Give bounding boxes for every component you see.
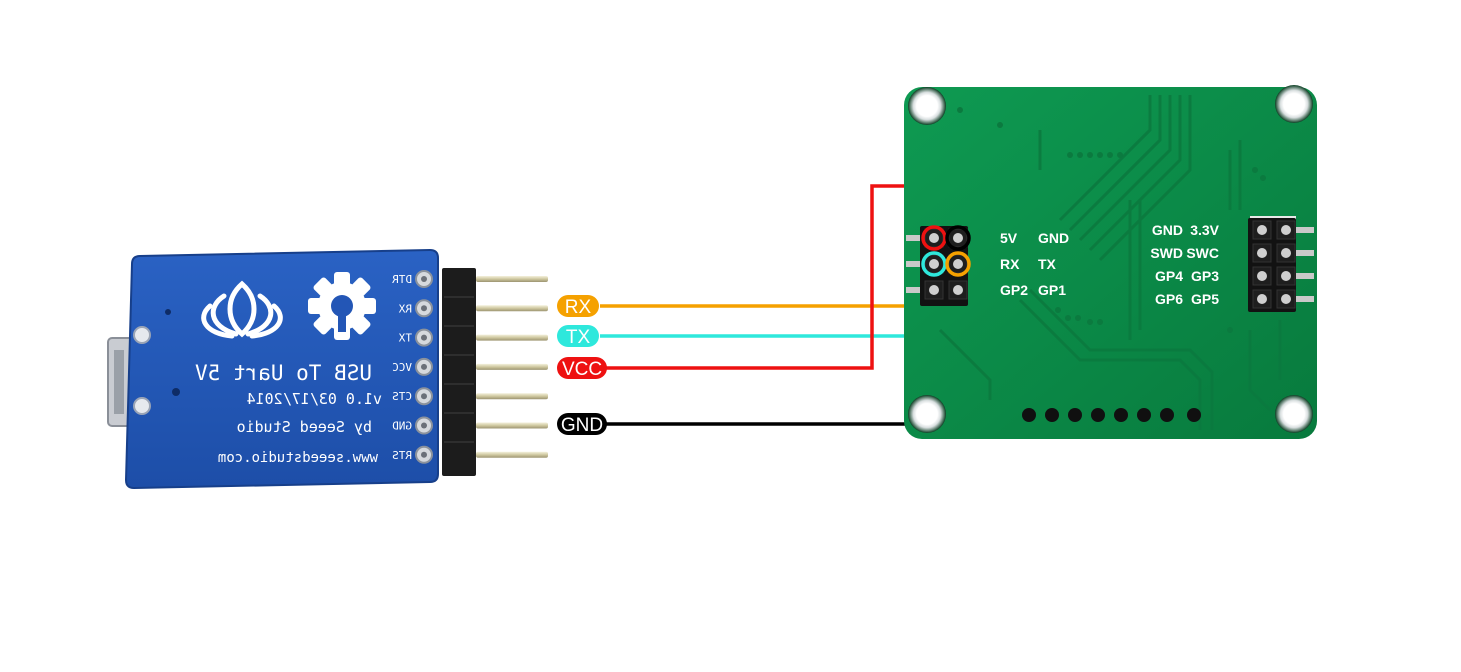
- target-pin-label: 3.3V: [1190, 222, 1219, 238]
- target-pin-label: GND: [1152, 222, 1183, 238]
- target-pin: [929, 233, 939, 243]
- usb-uart-module: USB To Uart 5V v1.0 03/17/2014 by Seeed …: [107, 248, 548, 490]
- usb-module-url: www.seeedstudio.com: [218, 450, 378, 466]
- target-pin-label: GP6: [1155, 291, 1183, 307]
- header-pins: [476, 276, 548, 458]
- pin-highlights: [921, 225, 971, 277]
- target-pin: [953, 259, 963, 269]
- target-pin-label: GP5: [1191, 291, 1219, 307]
- usb-pin-label: RTS: [392, 449, 412, 462]
- target-pin: [1281, 271, 1291, 281]
- header-pin: [476, 393, 548, 400]
- target-pin-label: SWD: [1150, 245, 1183, 261]
- wire-labels: RX TX VCC GND: [557, 295, 607, 436]
- seeed-logo: [201, 280, 283, 339]
- wire-label-vcc: VCC: [557, 357, 607, 380]
- highlight-tx: [945, 251, 971, 277]
- header-pin: [476, 276, 548, 282]
- usb-pin-label: RX: [398, 302, 412, 315]
- target-pin: [953, 285, 963, 295]
- wire-label-rx: RX: [557, 295, 599, 318]
- target-pin: [953, 233, 963, 243]
- highlight-rx: [921, 251, 947, 277]
- target-pin-label: GND: [1038, 230, 1069, 246]
- wire-label-tx: TX: [557, 325, 599, 348]
- target-pin: [1257, 294, 1267, 304]
- wire-label-text: TX: [566, 327, 591, 348]
- target-pin: [1281, 225, 1291, 235]
- usb-module-maker: by Seeed Studio: [237, 418, 372, 436]
- mount-hole: [1275, 85, 1313, 123]
- target-pin-label: 5V: [1000, 230, 1018, 246]
- target-pin-label: GP2: [1000, 282, 1028, 298]
- mount-hole: [908, 87, 946, 125]
- target-pin: [1257, 248, 1267, 258]
- target-pin-label: GP3: [1191, 268, 1219, 284]
- usb-pin-label: TX: [398, 332, 412, 345]
- target-pin: [1281, 294, 1291, 304]
- target-pin: [929, 259, 939, 269]
- header-pin: [476, 305, 548, 312]
- gear-icon: [308, 272, 376, 340]
- header-pin: [476, 422, 548, 429]
- wire-label-text: RX: [565, 297, 592, 318]
- usb-module-title: USB To Uart 5V: [195, 361, 372, 385]
- target-pin-label: RX: [1000, 256, 1020, 272]
- highlight-5v: [921, 225, 947, 251]
- header-pin: [476, 363, 548, 370]
- usb-module-version: v1.0 03/17/2014: [247, 390, 382, 408]
- header-pin: [476, 451, 548, 458]
- usb-pin-label: CTS: [392, 390, 412, 403]
- mount-hole: [1275, 395, 1313, 433]
- target-pcb: [904, 87, 1317, 439]
- wire-label-text: GND: [561, 415, 603, 436]
- target-pin: [1281, 248, 1291, 258]
- wire-vcc: [600, 184, 936, 370]
- usb-pin-label: GND: [392, 420, 412, 433]
- target-pin: [1257, 271, 1267, 281]
- wire-label-text: VCC: [562, 359, 602, 380]
- target-pin-label: GP1: [1038, 282, 1066, 298]
- header-pin: [476, 334, 548, 341]
- wire-tx: [600, 264, 936, 338]
- usb-pin-label: DTR: [392, 273, 412, 286]
- target-pin: [929, 285, 939, 295]
- target-pin-label: SWC: [1186, 245, 1219, 261]
- highlight-gnd: [945, 225, 971, 251]
- target-pin-label: TX: [1038, 256, 1057, 272]
- usb-module-pins: DTR RX TX VCC CTS GND RTS: [392, 270, 433, 464]
- target-pin: [1257, 225, 1267, 235]
- target-pin-label: GP4: [1155, 268, 1183, 284]
- usb-pin-label: VCC: [392, 361, 412, 374]
- mount-hole: [908, 395, 946, 433]
- pin-header-housing: [442, 268, 476, 476]
- wire-label-gnd: GND: [557, 413, 607, 436]
